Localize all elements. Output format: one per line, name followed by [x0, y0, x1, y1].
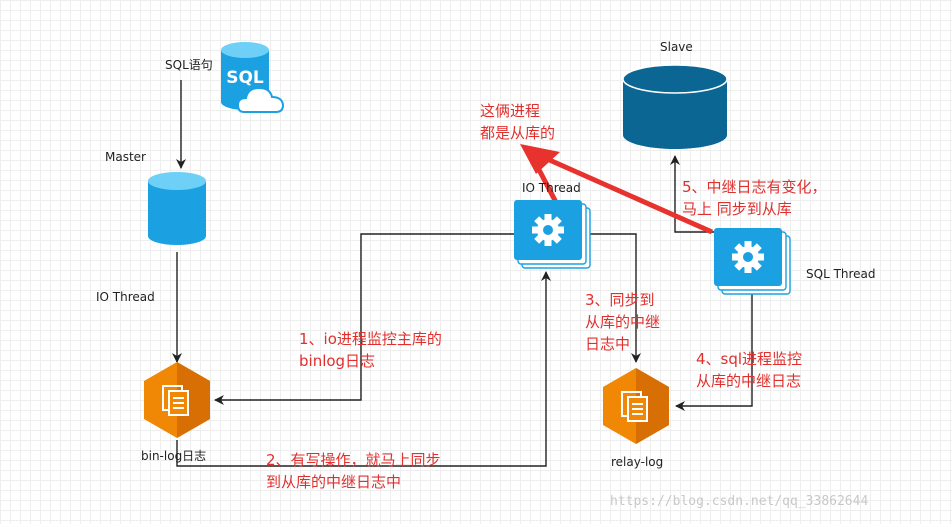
master-database-icon: [148, 172, 206, 245]
slave-io-thread-label: IO Thread: [522, 181, 581, 195]
step1-note: 1、io进程监控主库的 binlog日志: [299, 330, 442, 370]
sql-logo-text: SQL: [226, 68, 264, 88]
master-io-thread-label: IO Thread: [96, 290, 155, 304]
step3-note: 3、同步到 从库的中继 日志中: [585, 291, 661, 353]
cloud-icon: [236, 86, 285, 113]
binlog-label: bin-log日志: [141, 449, 207, 463]
slave-database-icon: [622, 64, 728, 149]
arrow-sqlthread-to-relaylog: [675, 290, 753, 411]
arrow-iothread-to-relaylog: [586, 233, 641, 363]
step4-note: 4、sql进程监控 从库的中继日志: [696, 350, 803, 390]
master-label: Master: [105, 150, 146, 164]
step5-note: 5、中继日志有变化， 马上 同步到从库: [682, 178, 827, 218]
arrow-sqlthread-to-slave: [670, 155, 716, 233]
slave-label: Slave: [660, 40, 693, 54]
arrow-iothread-to-binlog: [214, 233, 516, 405]
sql-statement-label: SQL语句: [165, 58, 213, 72]
sql-thread-gear-icon: [714, 228, 791, 295]
io-thread-gear-icon: [514, 200, 591, 269]
binlog-file-icon: [144, 362, 210, 438]
relaylog-file-icon: [603, 368, 669, 444]
step2-note: 2、有写操作，就马上同步 到从库的中继日志中: [266, 451, 441, 491]
arrow-binlog-to-iothread: [176, 271, 551, 467]
both-processes-note: 这俩进程 都是从库的: [480, 102, 556, 142]
sql-thread-label: SQL Thread: [806, 267, 876, 281]
watermark-text: https://blog.csdn.net/qq_33862644: [610, 494, 869, 509]
relaylog-label: relay-log: [611, 455, 664, 469]
